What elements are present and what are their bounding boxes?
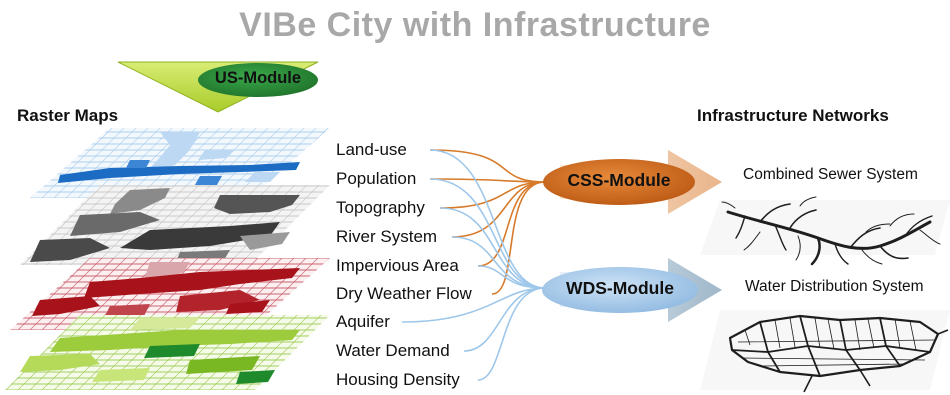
raster-layer-grey: [20, 185, 330, 265]
layer-label-river-system: River System: [336, 227, 438, 246]
css-module-label: CSS-Module: [567, 170, 671, 190]
raster-maps-heading: Raster Maps: [17, 106, 119, 125]
wds-module: [542, 258, 722, 322]
water-distribution-system-label: Water Distribution System: [745, 278, 924, 295]
wds-module-ellipse: [542, 267, 698, 313]
css-module-ellipse: [543, 159, 695, 205]
infrastructure-networks-heading: Infrastructure Networks: [697, 106, 889, 125]
us-module-label: US-Module: [214, 69, 302, 87]
water-network: [700, 310, 950, 393]
wds-module-label: WDS-Module: [566, 278, 674, 298]
css-module: [543, 150, 722, 214]
layer-label-land-use: Land-use: [336, 140, 407, 159]
layer-label-population: Population: [336, 169, 417, 188]
layer-label-housing-density: Housing Density: [336, 370, 460, 389]
layer-label-impervious-area: Impervious Area: [336, 256, 459, 275]
raster-stack: [5, 128, 330, 390]
wds-connectors: [401, 149, 546, 381]
us-module: [117, 61, 319, 113]
raster-layer-red: [10, 258, 330, 330]
raster-layer-green: [5, 315, 330, 390]
css-connectors: [429, 149, 546, 295]
combined-sewer-system-label: Combined Sewer System: [743, 166, 918, 183]
diagram-title: VIBe City with Infrastructure: [239, 6, 711, 44]
layer-label-aquifer: Aquifer: [336, 312, 390, 331]
layer-label-topography: Topography: [336, 198, 425, 217]
layer-label-water-demand: Water Demand: [336, 341, 450, 360]
sewer-network: [700, 196, 950, 266]
us-module-ellipse: [198, 63, 318, 97]
layer-label-dry-weather-flow: Dry Weather Flow: [336, 284, 472, 303]
raster-layer-blue: [30, 128, 330, 198]
